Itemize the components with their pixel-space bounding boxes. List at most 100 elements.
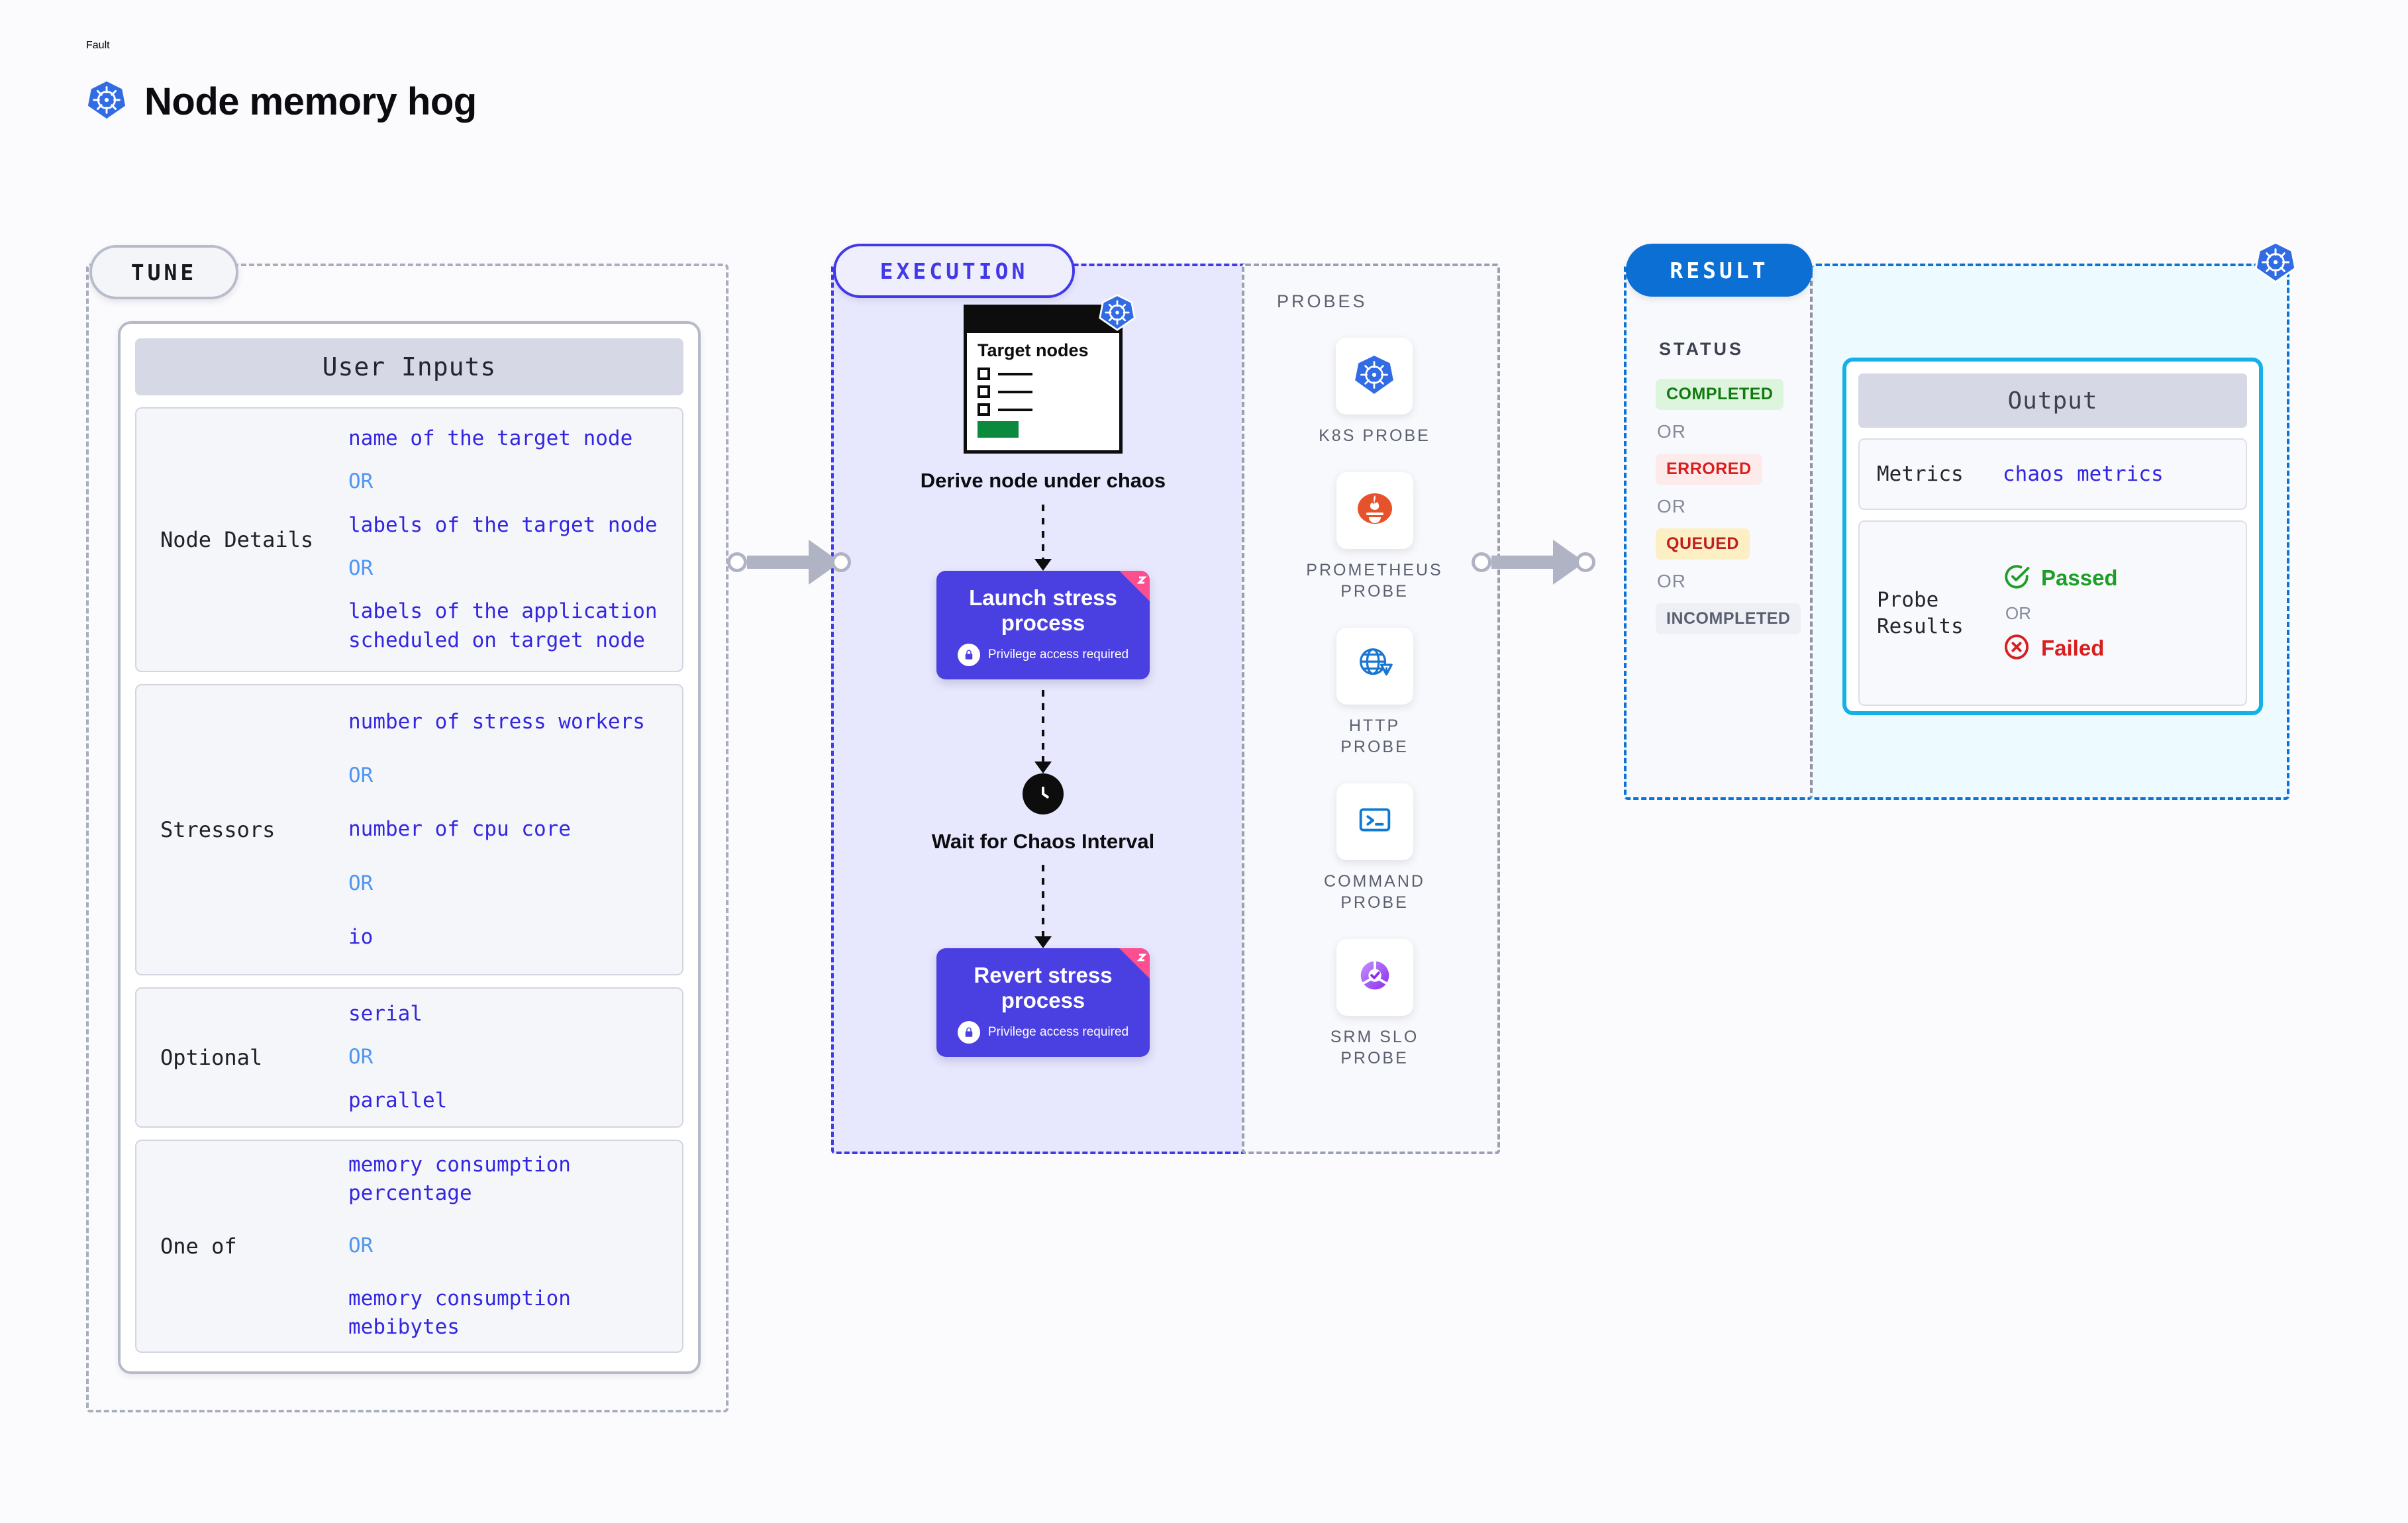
connector-dot — [1576, 552, 1595, 572]
checkbox-icon — [978, 385, 990, 399]
step-caption-derive-node: Derive node under chaos — [920, 469, 1166, 492]
line-rule — [998, 408, 1032, 411]
probe-item-command[interactable]: COMMAND PROBE — [1317, 783, 1432, 914]
probe-tile — [1336, 783, 1413, 860]
step-title: Launch stress process — [969, 585, 1117, 635]
step-caption-wait-for-chaos: Wait for Chaos Interval — [931, 829, 1155, 853]
input-row-values: serial OR parallel — [348, 1000, 447, 1115]
harness-ribbon-icon — [1119, 570, 1150, 601]
input-value: labels of the target node — [348, 513, 658, 537]
input-value: serial — [348, 1001, 423, 1026]
or-separator: OR — [348, 556, 374, 580]
probe-tile — [1336, 938, 1413, 1016]
page-title: Node memory hog — [144, 80, 477, 123]
card-body: Target nodes — [967, 333, 1119, 438]
connector-dot — [727, 552, 747, 572]
terminal-icon — [1354, 799, 1395, 844]
user-inputs-title: User Inputs — [135, 338, 683, 395]
probe-item-srm-slo[interactable]: SRM SLO PROBE — [1317, 938, 1432, 1069]
srm-slo-icon — [1354, 955, 1395, 999]
target-nodes-title: Target nodes — [978, 340, 1089, 360]
card-titlebar — [967, 308, 1119, 333]
probes-label: PROBES — [1277, 291, 1368, 311]
input-value: labels of the application scheduled on t… — [348, 599, 658, 652]
input-row-values: number of stress workers OR number of cp… — [348, 708, 645, 952]
step-title: Revert stress process — [974, 963, 1113, 1013]
input-row-one-of: One of memory consumption percentage OR … — [135, 1140, 683, 1353]
connector-bar — [747, 556, 810, 569]
checklist-line — [978, 403, 1109, 417]
input-row-label: Stressors — [160, 817, 276, 842]
output-card: Output Metrics chaos metrics Probe Resul… — [1842, 358, 2263, 715]
metrics-value: chaos metrics — [2003, 462, 2164, 486]
tune-region — [86, 264, 728, 1412]
probe-tile — [1336, 338, 1413, 415]
or-separator: OR — [1657, 421, 1686, 442]
status-badge-errored: ERRORED — [1656, 454, 1762, 485]
status-badge-completed: COMPLETED — [1656, 379, 1784, 410]
input-row-label: Optional — [160, 1045, 263, 1070]
input-row-values: memory consumption percentage OR memory … — [348, 1151, 669, 1342]
step-revert-stress-process[interactable]: Revert stress process Privilege access r… — [936, 948, 1150, 1057]
connector-dot — [831, 552, 851, 572]
status-badge-incompleted: INCOMPLETED — [1656, 603, 1801, 634]
flow-arrow — [1034, 504, 1052, 571]
input-row-optional: Optional serial OR parallel — [135, 987, 683, 1128]
flow-arrow — [1034, 689, 1052, 773]
privilege-note: Privilege access required — [943, 1021, 1143, 1044]
probe-result-label: Passed — [2041, 565, 2118, 590]
kubernetes-icon — [86, 79, 127, 124]
input-row-stressors: Stressors number of stress workers OR nu… — [135, 684, 683, 975]
fault-kicker: Fault — [86, 40, 110, 51]
progress-bar — [978, 421, 1019, 438]
stage-pill-execution[interactable]: EXECUTION — [833, 244, 1075, 298]
connector-tune-to-execution — [727, 540, 851, 585]
status-label: STATUS — [1659, 339, 1744, 359]
checklist-line — [978, 368, 1109, 381]
probe-name: SRM SLO PROBE — [1330, 1027, 1419, 1068]
input-value: memory consumption mebibytes — [348, 1286, 571, 1340]
probe-name: K8S PROBE — [1319, 426, 1430, 445]
kubernetes-icon — [2254, 240, 2297, 287]
connector-bar — [1491, 556, 1554, 569]
step-launch-stress-process[interactable]: Launch stress process Privilege access r… — [936, 570, 1150, 679]
kubernetes-icon — [1352, 353, 1396, 400]
input-row-label: Node Details — [160, 527, 314, 552]
or-separator: OR — [348, 871, 374, 895]
probe-item-k8s[interactable]: K8S PROBE — [1319, 338, 1430, 447]
input-value: number of stress workers — [348, 709, 645, 734]
flow-arrow — [1034, 865, 1052, 949]
probe-result-label: Failed — [2041, 636, 2105, 660]
clock-icon — [1023, 773, 1064, 814]
input-value: io — [348, 925, 374, 950]
or-separator: OR — [2005, 603, 2031, 623]
probe-tile — [1336, 471, 1413, 549]
check-circle-icon — [2003, 563, 2031, 594]
output-row-label: Probe Results — [1877, 587, 1964, 638]
page-header: Fault Node memory hog — [86, 40, 477, 124]
or-separator: OR — [1657, 571, 1686, 591]
output-row-metrics: Metrics chaos metrics — [1858, 438, 2247, 510]
execution-flow: Target nodes Derive node under chaos — [854, 294, 1232, 1057]
probe-name: HTTP PROBE — [1340, 716, 1409, 757]
or-separator: OR — [348, 1045, 374, 1069]
line-rule — [998, 390, 1032, 393]
probe-item-prometheus[interactable]: PROMETHEUS PROBE — [1306, 471, 1442, 603]
output-title: Output — [1858, 373, 2247, 428]
input-row-label: One of — [160, 1234, 237, 1259]
output-row-label: Metrics — [1877, 462, 1964, 486]
globe-warning-icon — [1354, 644, 1395, 688]
step-subtitle: Privilege access required — [987, 647, 1129, 662]
probe-result-failed: Failed — [2003, 633, 2118, 664]
or-separator: OR — [1657, 496, 1686, 516]
input-row-node-details: Node Details name of the target node OR … — [135, 407, 683, 672]
lock-icon — [957, 1021, 980, 1044]
stage-pill-tune[interactable]: TUNE — [89, 245, 238, 299]
probe-result-passed: Passed — [2003, 563, 2118, 594]
probes-list: K8S PROBE PROMETHEUS PROBE — [1306, 338, 1441, 1069]
probe-name: COMMAND PROBE — [1324, 871, 1425, 912]
stage-pill-result[interactable]: RESULT — [1626, 244, 1813, 297]
privilege-note: Privilege access required — [943, 643, 1143, 666]
probe-item-http[interactable]: HTTP PROBE — [1317, 627, 1432, 758]
input-value: name of the target node — [348, 426, 633, 450]
